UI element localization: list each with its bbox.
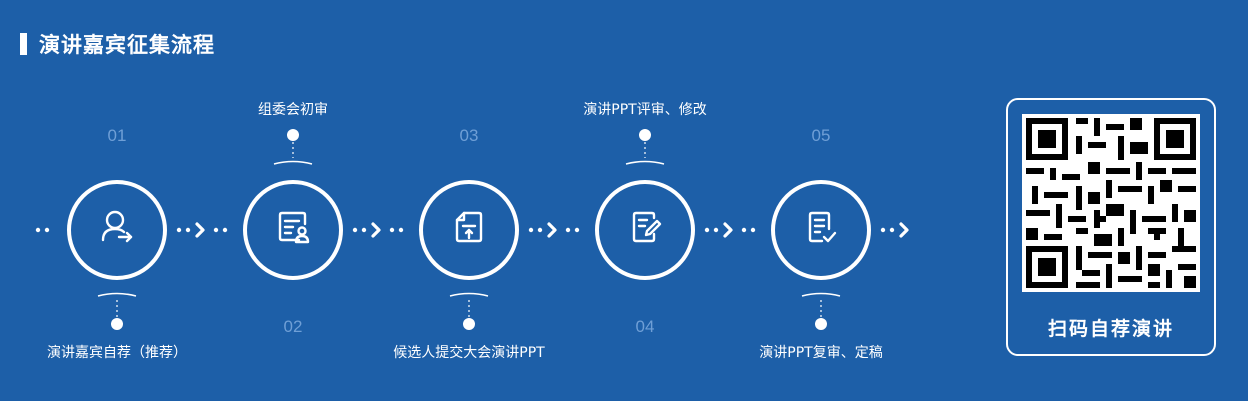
qr-panel: 扫码自荐演讲 [1006, 98, 1216, 356]
edit-note-icon [632, 211, 662, 243]
arrow-chevron [547, 222, 557, 238]
document-upload-icon [455, 211, 483, 243]
step-4-number: 04 [635, 317, 655, 336]
review-card-icon [278, 211, 310, 244]
step-2-number: 02 [283, 317, 303, 336]
arrow-chevron [723, 222, 733, 238]
flow-connectors [35, 227, 895, 233]
step-1-circle [67, 180, 167, 280]
step-1-number: 01 [107, 126, 127, 145]
step-3-number: 03 [459, 126, 479, 145]
step-5-circle [771, 180, 871, 280]
qr-code-graphic [1022, 114, 1200, 292]
step-1-label: 演讲嘉宾自荐（推荐） [47, 345, 187, 361]
step-4-circle [595, 180, 695, 280]
step-5-number: 05 [811, 126, 831, 145]
page-title: 演讲嘉宾征集流程 [39, 33, 215, 57]
step-2-label: 组委会初审 [258, 102, 328, 118]
step-5-label: 演讲PPT复审、定稿 [759, 345, 883, 361]
arrow-chevron [899, 222, 909, 238]
step-3-label: 候选人提交大会演讲PPT [393, 345, 545, 361]
user-arrow-icon [101, 210, 133, 243]
qr-caption: 扫码自荐演讲 [1047, 318, 1174, 340]
step-3-circle [419, 180, 519, 280]
qr-code-icon[interactable] [1022, 114, 1200, 292]
bottom-pins [97, 292, 841, 330]
arrow-chevron [195, 222, 205, 238]
checklist-icon [808, 211, 837, 243]
step-2-circle [243, 180, 343, 280]
top-pins [273, 129, 665, 165]
title-accent-bar [20, 33, 27, 55]
connector-dot [35, 227, 41, 233]
page-header: 演讲嘉宾征集流程 [20, 29, 215, 59]
step-4-label: 演讲PPT评审、修改 [583, 102, 707, 118]
connector-dot [44, 227, 50, 233]
flow-arrows [195, 222, 909, 238]
arrow-chevron [371, 222, 381, 238]
